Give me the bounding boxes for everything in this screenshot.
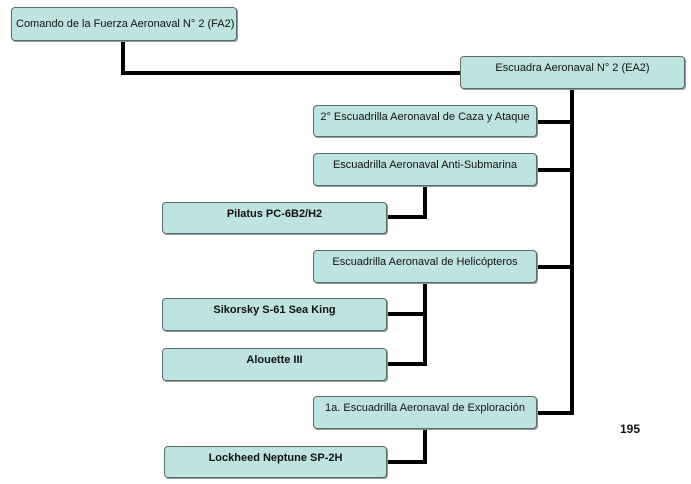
node-anti-submarina: Escuadrilla Aeronaval Anti-Submarina: [313, 153, 537, 186]
connector-caza-ataque: [536, 120, 572, 124]
connector-helicopteros: [536, 265, 572, 269]
connector-anti-submarina: [536, 168, 572, 172]
node-pilatus: Pilatus PC-6B2/H2: [162, 202, 387, 234]
node-alouette: Alouette III: [162, 348, 387, 381]
node-ea2: Escuadra Aeronaval N° 2 (EA2): [460, 56, 685, 89]
connector-alouette: [386, 362, 427, 366]
node-fa2: Comando de la Fuerza Aeronaval N° 2 (FA2…: [11, 7, 237, 41]
connector-pilatus-vertical: [423, 185, 427, 219]
node-caza-ataque: 2° Escuadrilla Aeronaval de Caza y Ataqu…: [313, 105, 537, 137]
page-number: 195: [620, 422, 641, 436]
node-helicopteros: Escuadrilla Aeronaval de Helicópteros: [313, 250, 537, 283]
node-sea-king: Sikorsky S-61 Sea King: [162, 298, 387, 331]
connector-exploracion: [536, 411, 572, 415]
connector-sea-king: [386, 312, 427, 316]
connector-pilatus: [386, 215, 427, 219]
connector-exploracion-vertical: [423, 428, 427, 464]
connector-ea2-trunk: [570, 88, 574, 415]
node-neptune: Lockheed Neptune SP-2H: [164, 446, 387, 478]
node-exploracion: 1a. Escuadrilla Aeronaval de Exploración: [313, 396, 537, 429]
connector-fa2-to-ea2: [121, 71, 461, 75]
connector-neptune: [386, 460, 427, 464]
connector-helicopteros-vertical: [423, 282, 427, 366]
connector-fa2-vertical: [121, 40, 125, 75]
